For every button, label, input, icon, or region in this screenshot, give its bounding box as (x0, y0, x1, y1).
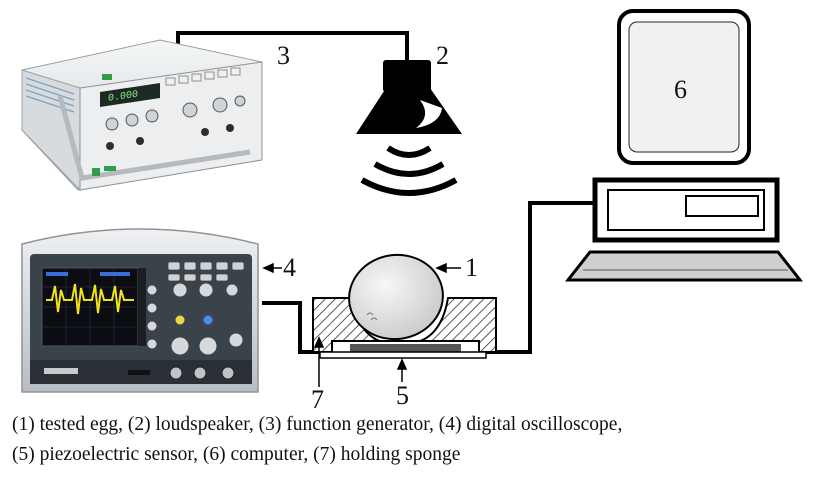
label-sponge-number: 7 (311, 385, 324, 410)
piezoelectric-sensor (350, 344, 461, 352)
label-function-generator-number: 3 (277, 41, 290, 70)
keyboard (564, 250, 804, 282)
svg-text:0.000: 0.000 (108, 90, 138, 105)
experimental-setup-diagram: 0.000 (21, 9, 804, 410)
label-loudspeaker-number: 2 (436, 41, 449, 70)
figure-caption: (1) tested egg, (2) loudspeaker, (3) fun… (12, 410, 827, 470)
label-oscilloscope-number: 4 (283, 253, 296, 282)
label-egg-number: 1 (465, 253, 478, 282)
caption-line-1: (1) tested egg, (2) loudspeaker, (3) fun… (12, 414, 623, 435)
label-computer-number: 6 (674, 75, 687, 104)
wire-sensor-to-computer (478, 201, 595, 354)
egg-holder (312, 253, 497, 359)
digital-oscilloscope (21, 228, 259, 393)
signal-trace (46, 283, 134, 315)
function-generator: 0.000 (21, 39, 263, 192)
sound-waves (360, 145, 458, 196)
computer (564, 9, 804, 282)
label-sensor-number: 5 (396, 381, 409, 410)
pointer-arrows (262, 262, 461, 387)
caption-line-2: (5) piezoelectric sensor, (6) computer, … (12, 444, 461, 465)
loudspeaker (356, 60, 462, 196)
